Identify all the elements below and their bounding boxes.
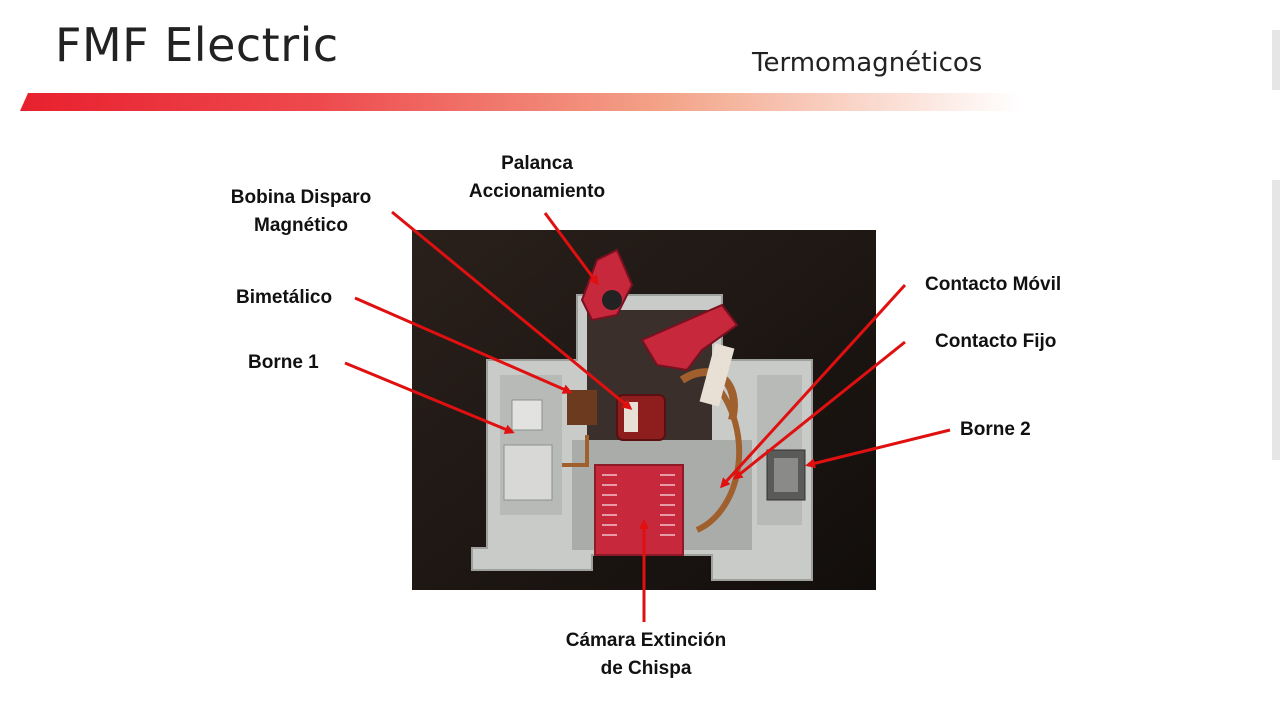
label-borne1: Borne 1 [248, 352, 319, 373]
arrow-contacto-movil [719, 283, 907, 489]
arrow-bimetalico [354, 296, 573, 394]
label-bobina-line2: Magnético [254, 215, 348, 236]
label-palanca: Palanca Accionamiento [462, 150, 612, 206]
header-accent-band [20, 93, 1020, 111]
label-borne2: Borne 2 [960, 419, 1031, 440]
label-camara: Cámara Extinción de Chispa [555, 627, 737, 683]
label-contacto-fijo: Contacto Fijo [935, 331, 1057, 352]
label-camara-line1: Cámara Extinción [565, 630, 727, 651]
arrow-bobina [391, 210, 633, 410]
label-bobina-line1: Bobina Disparo [230, 187, 372, 208]
arrow-borne2 [805, 428, 951, 469]
arrow-borne1 [344, 361, 515, 434]
right-edge-strip [1272, 30, 1280, 90]
arrow-palanca [543, 212, 599, 286]
arrow-contacto-fijo [732, 340, 906, 480]
label-bobina: Bobina Disparo Magnético [224, 184, 378, 240]
label-palanca-line1: Palanca [501, 153, 573, 174]
bimetal-strip [567, 390, 597, 425]
label-bimetalico: Bimetálico [236, 287, 333, 308]
label-camara-line2: de Chispa [600, 658, 692, 679]
label-contacto-movil: Contacto Móvil [925, 274, 1062, 295]
label-palanca-line2: Accionamiento [468, 181, 606, 202]
brand-title: FMF Electric [55, 18, 339, 72]
arc-chamber [594, 464, 684, 556]
right-edge-strip [1272, 180, 1280, 460]
slide-subtitle: Termomagnéticos [752, 48, 983, 78]
